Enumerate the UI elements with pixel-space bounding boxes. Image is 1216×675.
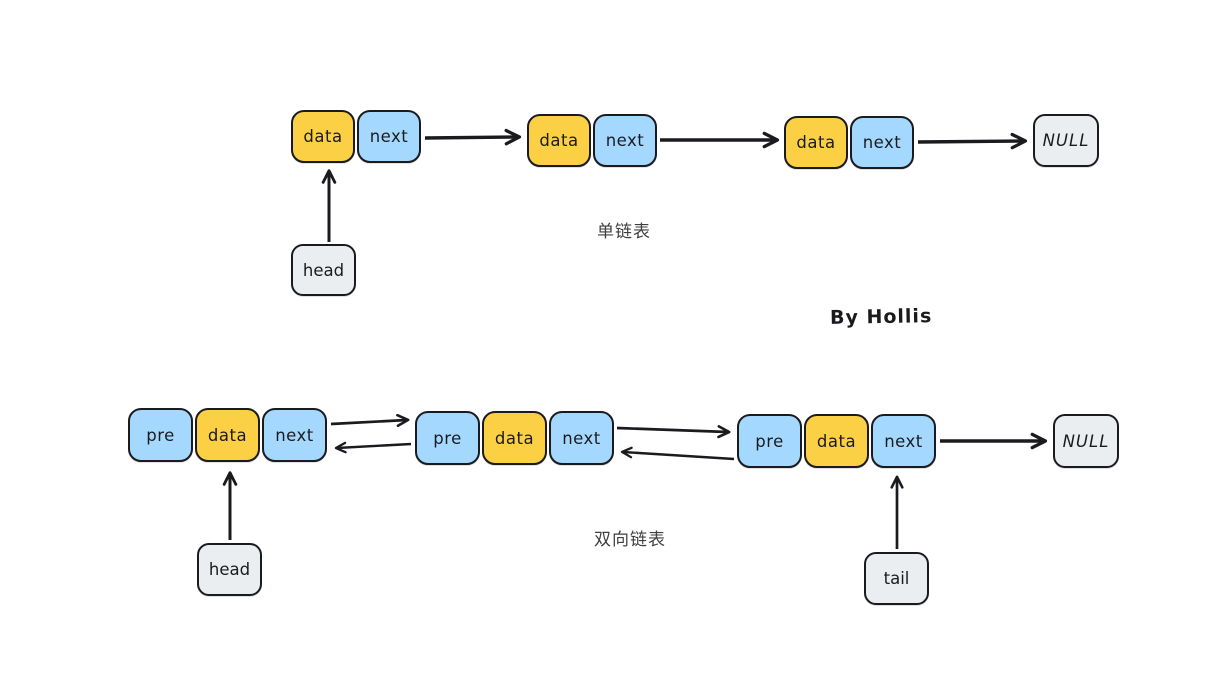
doubly-head-box: head — [197, 543, 262, 596]
arrow-singly-node3-to-null — [917, 132, 1028, 150]
next-cell: next — [549, 411, 614, 465]
pre-cell: pre — [737, 414, 802, 468]
singly-node-1: data next — [291, 110, 421, 163]
singly-node-3: data next — [784, 116, 914, 169]
pre-cell: pre — [415, 411, 480, 465]
next-cell: next — [850, 116, 914, 169]
data-cell: data — [784, 116, 848, 169]
arrow-doubly-node2-next-to-node3 — [616, 425, 731, 439]
doubly-node-1: pre data next — [128, 408, 327, 462]
singly-node-2: data next — [527, 114, 657, 167]
data-cell: data — [804, 414, 869, 468]
data-cell: data — [482, 411, 547, 465]
singly-caption: 单链表 — [597, 222, 651, 242]
data-cell: data — [195, 408, 260, 462]
arrow-doubly-node3-pre-to-node2 — [620, 446, 735, 461]
next-cell: next — [262, 408, 327, 462]
next-cell: next — [357, 110, 421, 163]
singly-head-box: head — [291, 244, 356, 296]
credit-signature: By Hollis — [829, 305, 933, 329]
singly-null-box: NULL — [1033, 114, 1099, 167]
next-cell: next — [593, 114, 657, 167]
doubly-node-3: pre data next — [737, 414, 936, 468]
data-cell: data — [527, 114, 591, 167]
doubly-caption: 双向链表 — [594, 530, 666, 550]
doubly-null-box: NULL — [1053, 414, 1119, 468]
doubly-node-2: pre data next — [415, 411, 614, 465]
arrow-singly-node1-to-node2 — [424, 128, 522, 146]
next-cell: next — [871, 414, 936, 468]
data-cell: data — [291, 110, 355, 163]
pre-cell: pre — [128, 408, 193, 462]
arrow-doubly-node1-next-to-node2 — [330, 413, 410, 428]
doubly-tail-box: tail — [864, 552, 929, 605]
arrow-doubly-node2-pre-to-node1 — [334, 441, 412, 454]
